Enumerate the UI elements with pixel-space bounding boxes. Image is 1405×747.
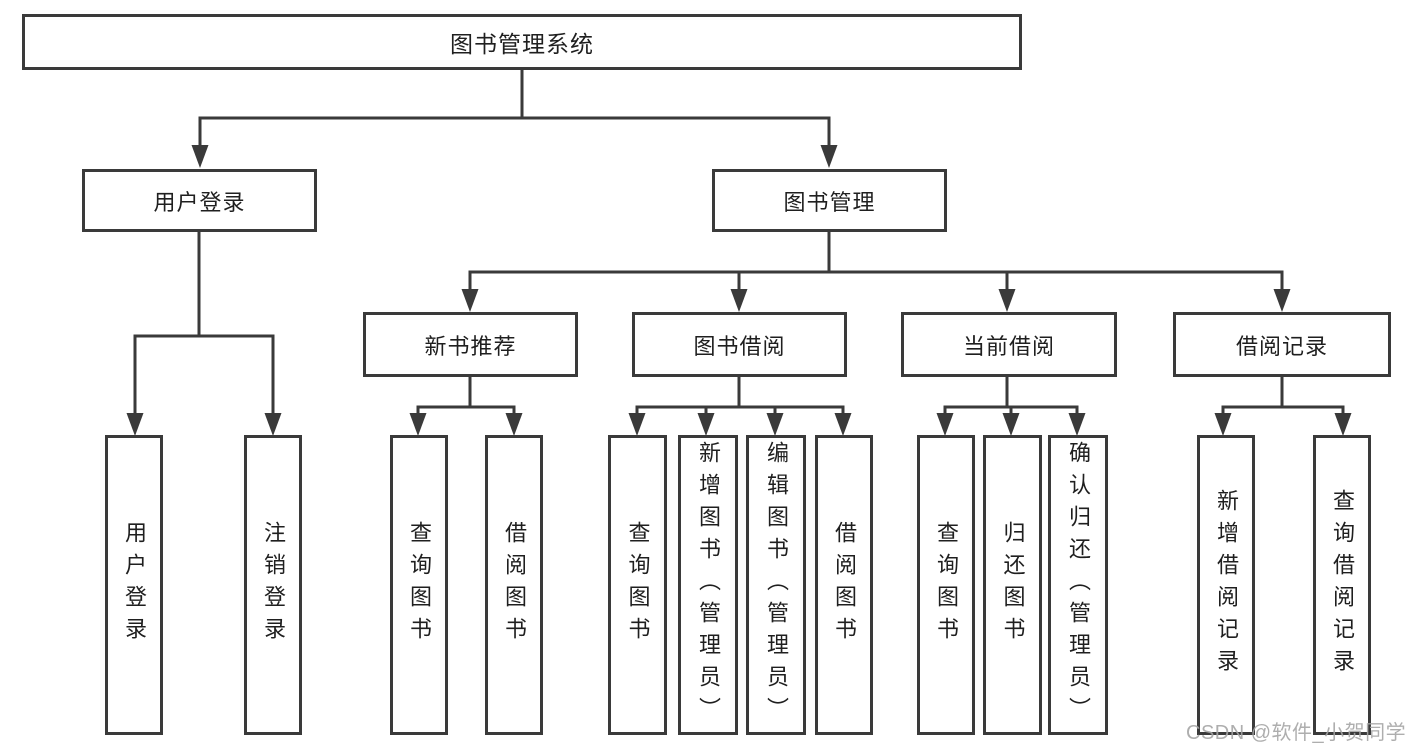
node-label: 查询图书 bbox=[407, 521, 432, 649]
node-library-management-system: 图书管理系统 bbox=[22, 14, 1022, 70]
arrow-down-icon bbox=[1068, 413, 1086, 436]
arrow-down-icon bbox=[505, 413, 523, 436]
arrow-down-icon bbox=[1002, 413, 1020, 436]
watermark: CSDN @软件_小贺同学 bbox=[1186, 722, 1405, 744]
node-label: 编辑图书（管理员） bbox=[764, 441, 789, 729]
node-current-borrowing: 当前借阅 bbox=[901, 312, 1117, 377]
node-leaf-add-books-admin: 新增图书（管理员） bbox=[678, 435, 738, 735]
node-leaf-edit-books-admin: 编辑图书（管理员） bbox=[746, 435, 806, 735]
arrow-down-icon bbox=[264, 413, 282, 436]
arrow-down-icon bbox=[834, 413, 852, 436]
node-label: 查询借阅记录 bbox=[1330, 489, 1355, 681]
arrow-down-icon bbox=[1273, 289, 1291, 312]
arrow-down-icon bbox=[126, 413, 144, 436]
arrow-down-icon bbox=[936, 413, 954, 436]
arrow-down-icon bbox=[697, 413, 715, 436]
arrow-down-icon bbox=[820, 145, 838, 168]
node-leaf-borrow-books-recommend: 借阅图书 bbox=[485, 435, 543, 735]
arrow-down-icon bbox=[766, 413, 784, 436]
node-borrowing-records: 借阅记录 bbox=[1173, 312, 1391, 377]
node-label: 借阅图书 bbox=[502, 521, 527, 649]
node-leaf-user-login: 用户登录 bbox=[105, 435, 163, 735]
node-label: 查询图书 bbox=[934, 521, 959, 649]
node-label: 用户登录 bbox=[122, 521, 147, 649]
node-label: 注销登录 bbox=[261, 521, 286, 649]
node-label: 确认归还（管理员） bbox=[1066, 441, 1091, 729]
node-leaf-confirm-return-admin: 确认归还（管理员） bbox=[1048, 435, 1108, 735]
node-leaf-query-books-current: 查询图书 bbox=[917, 435, 975, 735]
node-leaf-logout: 注销登录 bbox=[244, 435, 302, 735]
arrow-down-icon bbox=[409, 413, 427, 436]
arrow-down-icon bbox=[628, 413, 646, 436]
node-leaf-query-books-borrowing: 查询图书 bbox=[608, 435, 667, 735]
node-book-management: 图书管理 bbox=[712, 169, 947, 232]
node-leaf-query-borrow-record: 查询借阅记录 bbox=[1313, 435, 1371, 735]
arrow-down-icon bbox=[1334, 413, 1352, 436]
node-label: 借阅图书 bbox=[832, 521, 857, 649]
node-leaf-query-books-recommend: 查询图书 bbox=[390, 435, 448, 735]
arrow-down-icon bbox=[730, 289, 748, 312]
node-leaf-add-borrow-record: 新增借阅记录 bbox=[1197, 435, 1255, 735]
tree-edges bbox=[133, 68, 1345, 416]
node-label: 归还图书 bbox=[1000, 521, 1026, 649]
node-leaf-return-books: 归还图书 bbox=[983, 435, 1042, 735]
node-new-book-recommendation: 新书推荐 bbox=[363, 312, 578, 377]
arrow-down-icons bbox=[126, 145, 1352, 436]
node-label: 新增图书（管理员） bbox=[696, 441, 721, 729]
node-label: 查询图书 bbox=[625, 521, 651, 649]
arrow-down-icon bbox=[461, 289, 479, 312]
node-leaf-borrow-books: 借阅图书 bbox=[815, 435, 873, 735]
arrow-down-icon bbox=[998, 289, 1016, 312]
node-user-login: 用户登录 bbox=[82, 169, 317, 232]
arrow-down-icon bbox=[1214, 413, 1232, 436]
arrow-down-icon bbox=[191, 145, 209, 168]
node-label: 新增借阅记录 bbox=[1214, 489, 1239, 681]
node-book-borrowing: 图书借阅 bbox=[632, 312, 847, 377]
